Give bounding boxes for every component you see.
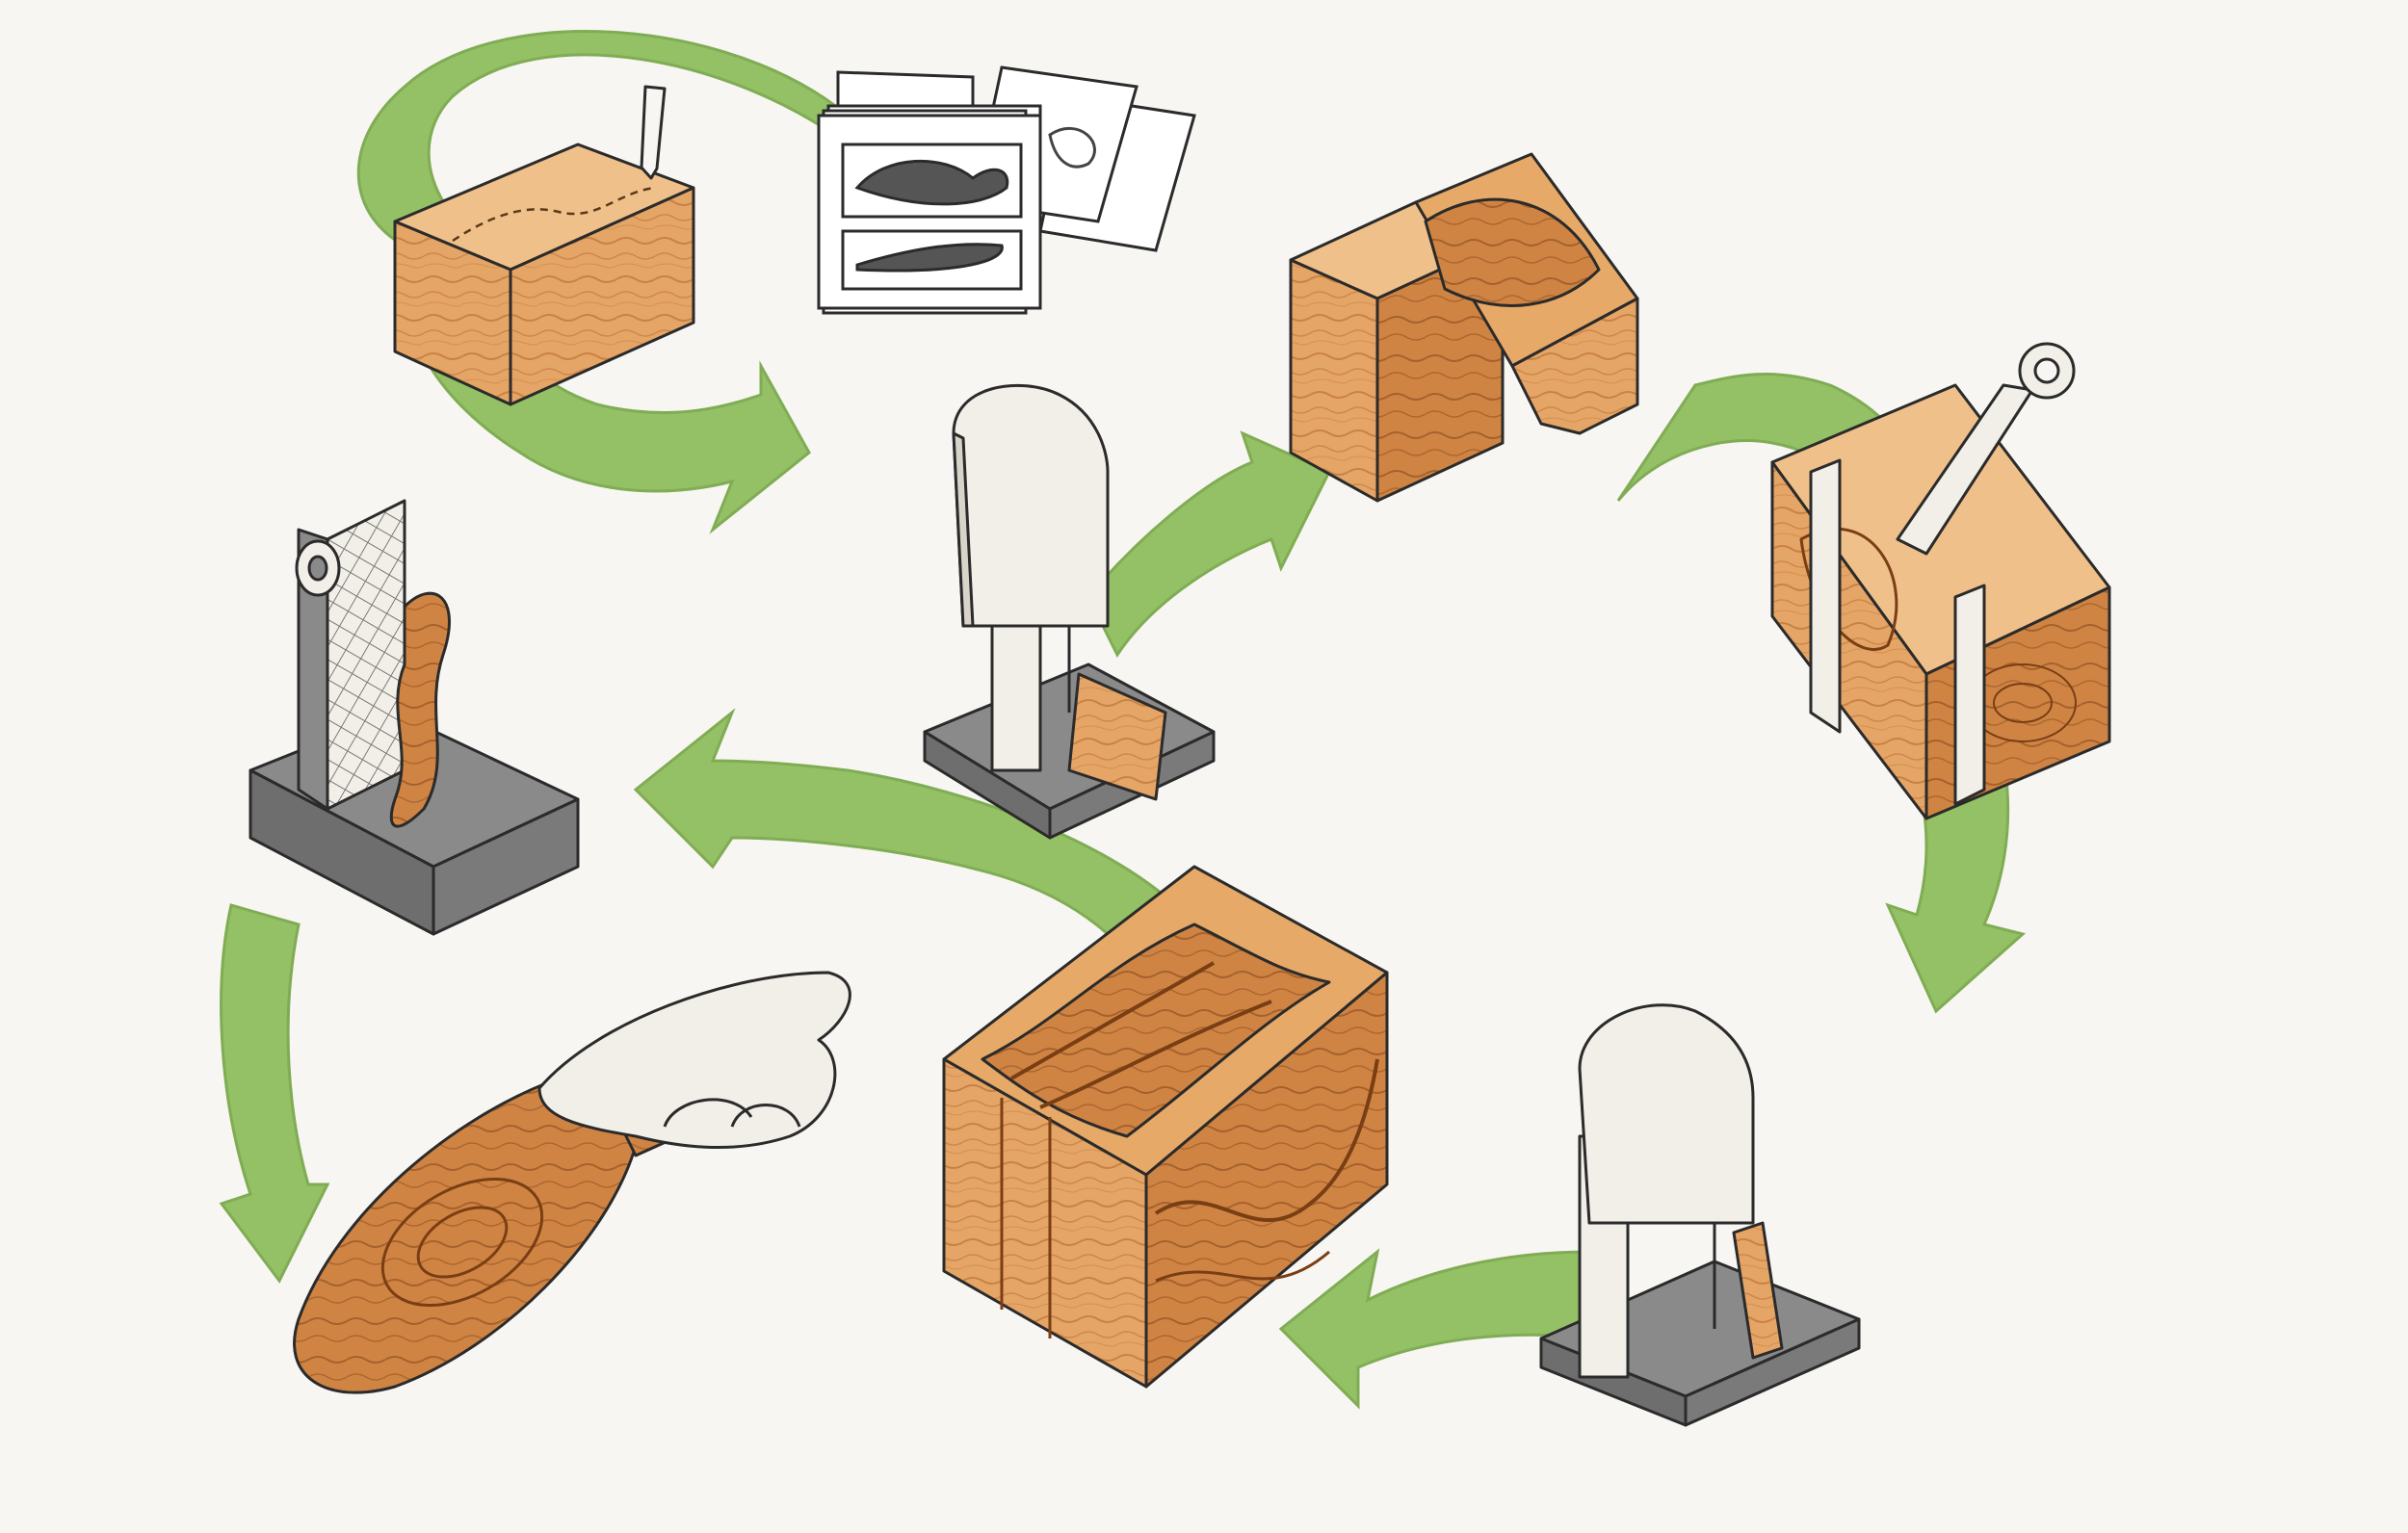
arrow-templates-to-block [356,30,850,534]
arrow-bandsaw-to-cutblanks [1086,430,1332,658]
clamp-strap-2 [1953,584,1986,806]
hand [537,971,851,1149]
cut-blank-pieces-icon [1289,152,1639,503]
pencil-icon [640,85,667,180]
bandsaw-bottom-icon [1539,1003,1861,1427]
belt-sander-icon [249,499,580,936]
hand-carving-icon [293,971,851,1394]
bandsaw-icon [923,383,1216,840]
wood-block-tracing-icon [393,85,695,406]
arrow-bandsaw-to-profiles [1278,1248,1591,1410]
cut-profiles-icon [942,865,1389,1389]
template-sheets-icon [817,65,1196,315]
arrow-sander-to-hand [219,903,330,1284]
clamp-strap-1 [1809,458,1842,734]
clamped-blank-icon [1770,342,2111,820]
